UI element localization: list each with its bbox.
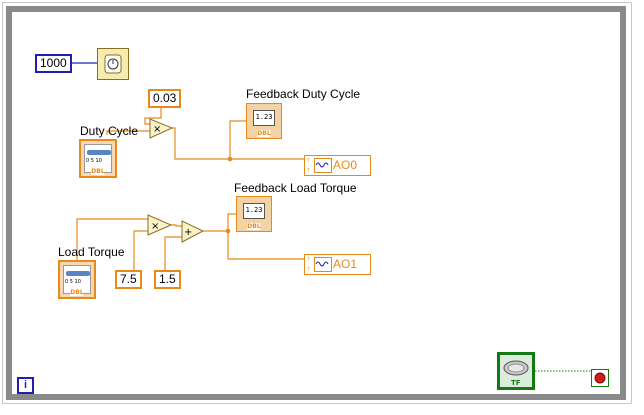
torque-scale-constant[interactable]: 7.5 <box>115 270 142 289</box>
torque-offset-constant[interactable]: 1.5 <box>154 270 181 289</box>
multiply-node-1[interactable]: × <box>149 118 174 139</box>
diagram-outer-border <box>2 2 632 404</box>
ao0-output-terminal[interactable]: ? ? AO0 <box>304 155 371 176</box>
feedback-duty-label: Feedback Duty Cycle <box>246 87 361 101</box>
dbl-type-tag: DBL <box>70 289 84 296</box>
stop-terminal[interactable] <box>591 369 609 387</box>
ao1-output-terminal[interactable]: ? ? AO1 <box>304 254 371 275</box>
stopwatch-icon <box>104 54 122 74</box>
numeric-display: 1.23 <box>243 203 265 219</box>
dbl-type-tag: DBL <box>257 130 271 137</box>
feedback-load-label: Feedback Load Torque <box>234 181 357 195</box>
tf-label: TF <box>511 379 521 387</box>
while-loop-frame[interactable] <box>6 6 626 400</box>
loop-condition-terminal[interactable]: TF <box>497 352 535 390</box>
wait-ms-constant[interactable]: 1000 <box>35 54 72 73</box>
svg-text:+: + <box>184 227 192 238</box>
feedback-load-indicator[interactable]: 1.23 DBL <box>236 196 272 232</box>
duty-cycle-control[interactable]: 0 5 10 DBL <box>79 139 117 178</box>
slider-ticks: 0 5 10 <box>65 279 81 285</box>
ao0-channel-label: AO0 <box>333 158 358 172</box>
multiply-node-2[interactable]: × <box>147 214 173 236</box>
load-torque-control[interactable]: 0 5 10 DBL <box>58 260 96 299</box>
add-node[interactable]: + <box>181 220 205 243</box>
slider-ticks: 0 5 10 <box>86 158 102 164</box>
stop-icon <box>594 372 606 384</box>
duty-cycle-label: Duty Cycle <box>80 124 139 138</box>
ao1-channel-label: AO1 <box>333 257 358 271</box>
svg-text:×: × <box>151 221 159 232</box>
wait-ms-function[interactable] <box>97 48 129 80</box>
dbl-type-tag: DBL <box>247 223 261 230</box>
info-icon[interactable]: i <box>17 377 34 394</box>
feedback-duty-indicator[interactable]: 1.23 DBL <box>246 103 282 139</box>
waveform-icon <box>314 158 332 173</box>
duty-scale-constant[interactable]: 0.03 <box>148 89 182 108</box>
dbl-type-tag: DBL <box>91 168 105 175</box>
svg-text:×: × <box>153 124 161 135</box>
numeric-display: 1.23 <box>253 110 275 126</box>
toggle-switch-icon <box>503 360 529 376</box>
load-torque-label: Load Torque <box>58 245 125 259</box>
waveform-icon <box>314 257 332 272</box>
